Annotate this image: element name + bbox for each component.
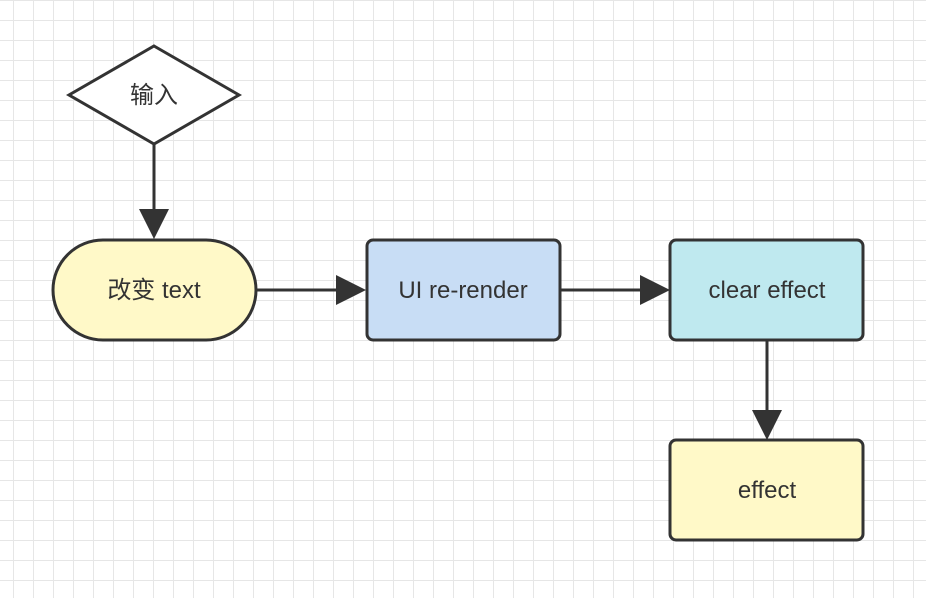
node-effect-label: effect: [738, 477, 797, 504]
node-effect-process[interactable]: effect: [668, 438, 865, 542]
node-input-decision[interactable]: 输入: [65, 44, 243, 146]
node-input-label: 输入: [130, 82, 178, 109]
node-clear-effect-process[interactable]: clear effect: [668, 238, 865, 342]
node-change-text-terminal[interactable]: 改变 text: [51, 238, 258, 342]
node-ui-rerender-label: UI re-render: [398, 277, 527, 304]
node-ui-rerender-process[interactable]: UI re-render: [365, 238, 562, 342]
node-clear-effect-label: clear effect: [709, 277, 826, 304]
node-change-text-label: 改变 text: [107, 277, 201, 304]
